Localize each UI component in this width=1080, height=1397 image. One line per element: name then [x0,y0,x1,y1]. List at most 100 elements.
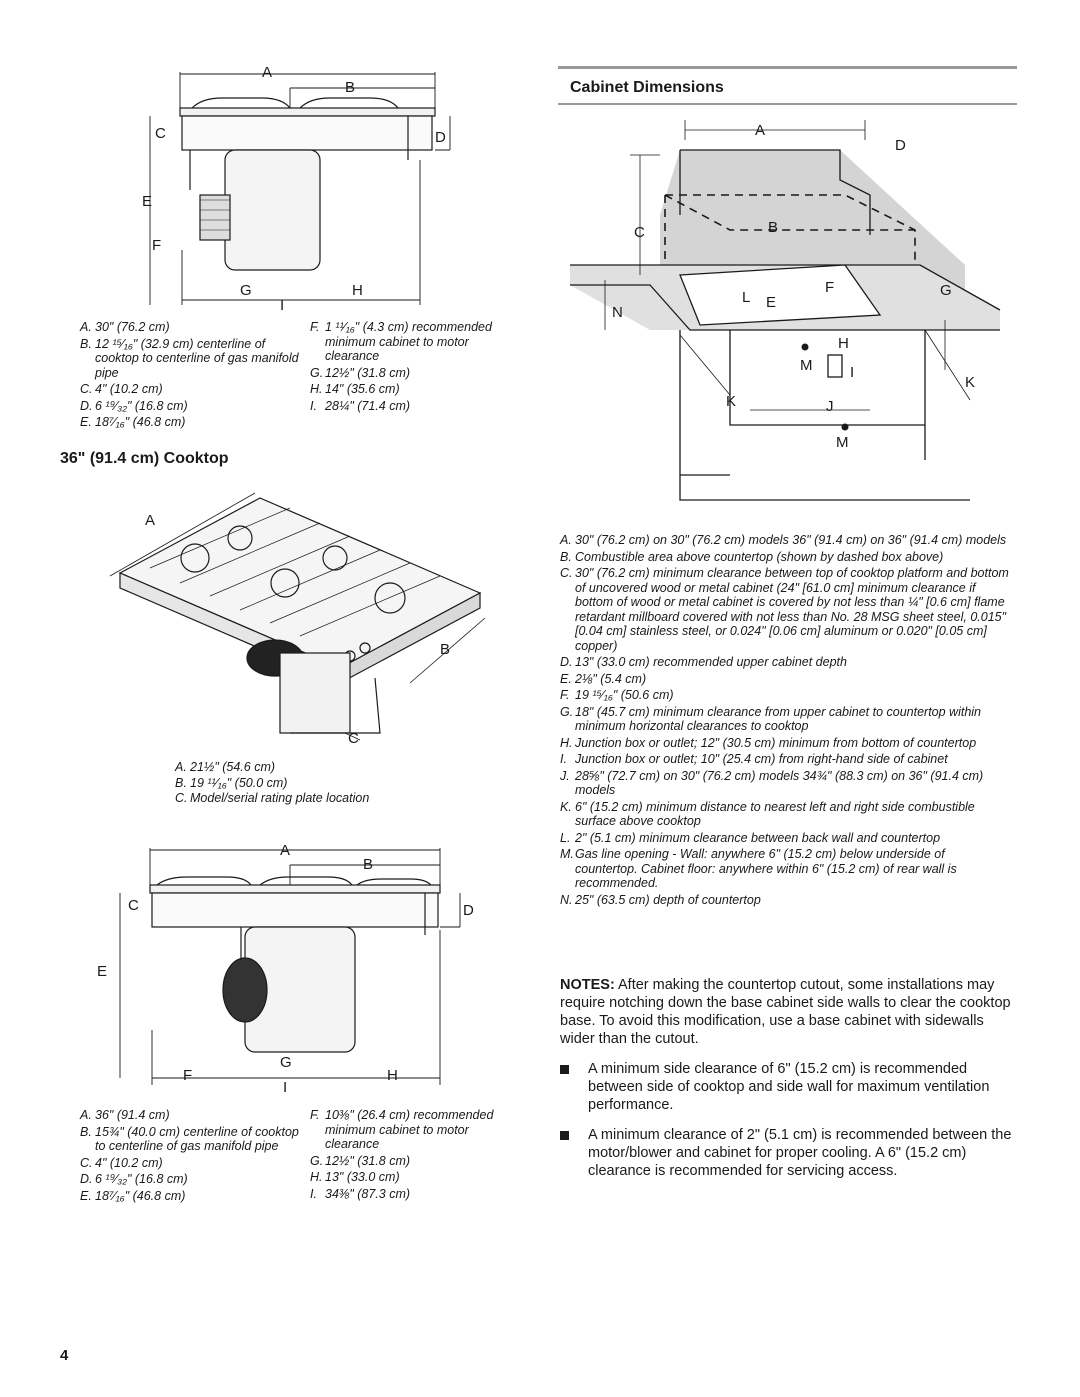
legend-row: G.12½" (31.8 cm) [310,365,411,380]
label-m-floor: M [836,434,849,451]
label-a: A [755,122,765,139]
label-k: K [726,393,736,410]
label-e: E [97,963,107,980]
legend-row: G.12½" (31.8 cm) [310,1153,411,1168]
label-l: L [742,289,750,306]
legend-row: D.6 ¹⁹⁄₃₂" (16.8 cm) [80,1172,188,1186]
label-j: J [826,398,834,415]
legend-row: G.18" (45.7 cm) minimum clearance from u… [560,704,982,734]
square-bullet-icon [560,1126,588,1180]
label-e: E [142,193,152,210]
cooktop-isometric-diagram: A B C [90,478,490,748]
legend-row: D.6 ¹⁹⁄₃₂" (16.8 cm) [80,398,188,413]
notes-text: After making the countertop cutout, some… [560,977,1011,1047]
label-b: B [363,856,373,873]
square-bullet-icon [560,1060,588,1114]
label-c: C [348,730,359,747]
legend-row: C.30" (76.2 cm) minimum clearance betwee… [560,566,1009,653]
legend-row: J.28⅝" (72.7 cm) on 30" (76.2 cm) models… [560,768,984,798]
bottom-legend-right: F.10⅜" (26.4 cm) recommended minimum cab… [310,1108,520,1203]
label-b: B [768,219,778,236]
label-g: G [240,282,252,299]
label-i: I [280,297,284,314]
bottom-cooktop-drawing: A B C D E F G H I [97,842,474,1096]
legend-row: H.13" (33.0 cm) [310,1170,400,1184]
label-f: F [183,1067,192,1084]
label-f: F [152,237,161,254]
legend-row: C.4" (10.2 cm) [80,382,163,396]
cabinet-diagram: A B C D E F G H I J K L M N K M [570,115,1001,520]
top-cooktop-diagram: A B C D E F G H I [130,60,460,315]
legend-row: F.10⅜" (26.4 cm) recommended minimum cab… [310,1108,494,1151]
legend-row: F.1 ¹¹⁄₁₆" (4.3 cm) recommended minimum … [310,320,492,363]
bullet-text: A minimum side clearance of 6" (15.2 cm)… [588,1061,990,1113]
label-i: I [283,1079,287,1096]
label-b: B [345,79,355,96]
legend-row: B.Combustible area above countertop (sho… [560,549,944,564]
label-h: H [387,1067,398,1084]
cabinet-drawing: A B C D E F G H I J K L M N K M [570,120,1001,501]
bullet-item: A minimum side clearance of 6" (15.2 cm)… [560,1060,1015,1114]
label-g: G [940,282,952,299]
top-cooktop-drawing: A B C D E F G H I [142,64,451,314]
label-a: A [145,512,155,529]
cooktop-section-title: 36" (91.4 cm) Cooktop [60,450,229,467]
legend-row: N.25" (63.5 cm) depth of countertop [560,892,761,907]
label-e: E [766,294,776,311]
label-m: M [800,357,813,374]
notes-paragraph: NOTES: After making the countertop cutou… [560,976,1015,1048]
label-d: D [463,902,474,919]
legend-row: B.12 ¹⁵⁄₁₆" (32.9 cm) centerline of cook… [80,336,299,380]
legend-row: A.30" (76.2 cm) on 30" (76.2 cm) models … [560,533,1007,547]
legend-row: I.34⅜" (87.3 cm) [310,1186,411,1201]
notes-bullets: A minimum side clearance of 6" (15.2 cm)… [560,1060,1015,1180]
legend-row: C.4" (10.2 cm) [80,1155,163,1170]
label-d: D [435,129,446,146]
cooktop-legend: A.21½" (54.6 cm) B.19 ¹¹⁄₁₆" (50.0 cm) C… [175,760,435,807]
legend-row: C.Model/serial rating plate location [175,791,370,805]
cabinet-section-title: Cabinet Dimensions [570,79,724,96]
cabinet-section-header: Cabinet Dimensions [558,66,1017,105]
label-c: C [155,125,166,142]
legend-row: E.2⅛" (5.4 cm) [560,671,647,686]
label-h: H [352,282,363,299]
label-g: G [280,1054,292,1071]
bullet-text: A minimum clearance of 2" (5.1 cm) is re… [588,1127,1012,1179]
label-n: N [612,304,623,321]
bottom-legend-left: A.36" (91.4 cm) B.15¾" (40.0 cm) centerl… [80,1108,300,1205]
bullet-item: A minimum clearance of 2" (5.1 cm) is re… [560,1126,1015,1180]
label-d: D [895,137,906,154]
legend-row: H.Junction box or outlet; 12" (30.5 cm) … [560,735,977,750]
label-h: H [838,335,849,352]
legend-row: B.19 ¹¹⁄₁₆" (50.0 cm) [175,775,288,790]
cooktop-isometric-drawing: A B C [109,492,486,747]
legend-row: F.19 ¹⁵⁄₁₆" (50.6 cm) [560,688,674,702]
legend-row: A.21½" (54.6 cm) [175,760,276,774]
label-a: A [280,842,290,859]
top-legend-left: A.30" (76.2 cm) B.12 ¹⁵⁄₁₆" (32.9 cm) ce… [80,320,300,432]
legend-row: E.18⁷⁄₁₆" (46.8 cm) [80,1188,186,1203]
gas-line-marker [841,423,849,431]
page-number: 4 [60,1347,69,1364]
label-b: B [440,641,450,658]
legend-row: L.2" (5.1 cm) minimum clearance between … [560,830,941,845]
legend-row: H.14" (35.6 cm) [310,382,400,396]
legend-row: D.13" (33.0 cm) recommended upper cabine… [560,655,847,669]
label-i: I [850,364,854,381]
legend-row: A.36" (91.4 cm) [80,1108,170,1122]
cabinet-legend: A.30" (76.2 cm) on 30" (76.2 cm) models … [560,533,1010,909]
legend-row: M.Gas line opening - Wall: anywhere 6" (… [560,847,957,890]
label-k-right: K [965,374,975,391]
label-a: A [262,64,272,81]
legend-row: K.6" (15.2 cm) minimum distance to neare… [560,799,975,829]
label-c: C [634,224,645,241]
bottom-cooktop-diagram: A B C D E F G H I [95,840,480,1096]
notes-label: NOTES: [560,977,615,993]
notes-block: NOTES: After making the countertop cutou… [560,976,1015,1180]
legend-row: B.15¾" (40.0 cm) centerline of cooktop t… [80,1124,299,1154]
legend-row: A.30" (76.2 cm) [80,320,170,334]
label-c: C [128,897,139,914]
gas-line-marker [801,343,809,351]
legend-row: I.28¼" (71.4 cm) [310,398,411,413]
legend-row: I.Junction box or outlet; 10" (25.4 cm) … [560,752,948,766]
